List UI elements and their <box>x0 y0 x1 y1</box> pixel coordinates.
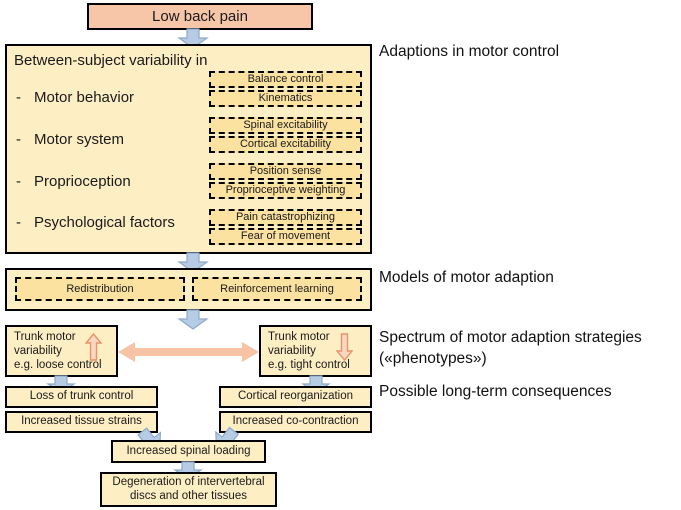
side-label-models-of-motor-adaption: Models of motor adaption <box>379 269 554 286</box>
model-item-redistribution: Redistribution <box>15 277 185 301</box>
dashed-item-label: Spinal excitability <box>243 119 328 132</box>
consequence-label: Cortical reorganization <box>237 390 354 403</box>
degeneration-line1: Degeneration of intervertebral <box>112 476 265 489</box>
dashed-item-spinal-excitability: Spinal excitability <box>209 117 362 134</box>
model-item-label: Redistribution <box>66 282 134 295</box>
dashed-item-balance-control: Balance control <box>209 71 362 88</box>
dashed-item-kinematics: Kinematics <box>209 90 362 107</box>
arrow-lowbackpain-to-variability <box>177 28 209 49</box>
side-label-spectrum-of-motor-adaption-strategies: Spectrum of motor adaption strategies <box>379 329 642 346</box>
dashed-item-pain-catastrophizing: Pain catastrophizing <box>209 209 362 226</box>
bullet-row-proprioception: - Proprioception <box>16 173 131 190</box>
bullet-dash: - <box>16 214 21 231</box>
consequence-label: Increased spinal loading <box>126 444 251 457</box>
model-item-label: Reinforcement learning <box>220 282 334 295</box>
bullet-row-psychological-factors: - Psychological factors <box>16 214 175 231</box>
dashed-item-label: Balance control <box>247 73 324 86</box>
bullet-label: Motor system <box>34 131 125 148</box>
dashed-item-label: Cortical excitability <box>239 138 332 151</box>
cortical-reorganization-box: Cortical reorganization <box>219 386 372 408</box>
low-back-pain-label: Low back pain <box>152 7 248 25</box>
trunk-loose-line1: Trunk motor <box>14 331 76 343</box>
loss-of-trunk-control-box: Loss of trunk control <box>5 386 158 408</box>
dashed-item-cortical-excitability: Cortical excitability <box>209 136 362 153</box>
dashed-item-position-sense: Position sense <box>209 163 362 180</box>
increased-spinal-loading-box: Increased spinal loading <box>111 440 266 463</box>
trunk-tight-line2: variability <box>268 345 316 357</box>
bullet-label: Psychological factors <box>34 214 175 231</box>
trunk-loose-line2: variability <box>14 345 62 357</box>
degeneration-line2: discs and other tissues <box>130 489 247 502</box>
consequence-label: Increased co-contraction <box>232 415 359 428</box>
variability-panel-header: Between-subject variability in <box>14 52 208 69</box>
bullet-label: Motor behavior <box>34 89 135 106</box>
trunk-tight-line1: Trunk motor <box>268 331 330 343</box>
increased-tissue-strains-box: Increased tissue strains <box>5 411 158 433</box>
low-back-pain-box: Low back pain <box>87 3 313 30</box>
dashed-item-label: Kinematics <box>258 92 313 105</box>
side-label-possible-long-term-consequences: Possible long-term consequences <box>379 383 612 400</box>
dashed-item-proprioceptive-weighting: Proprioceptive weighting <box>209 182 362 199</box>
bullet-row-motor-system: - Motor system <box>16 131 124 148</box>
model-item-reinforcement-learning: Reinforcement learning <box>192 277 362 301</box>
bullet-row-motor-behavior: - Motor behavior <box>16 89 134 106</box>
bullet-label: Proprioception <box>34 173 131 190</box>
dashed-item-label: Fear of movement <box>240 230 331 243</box>
consequence-label: Increased tissue strains <box>21 415 142 428</box>
increased-co-contraction-box: Increased co-contraction <box>219 411 372 433</box>
dashed-item-label: Pain catastrophizing <box>235 211 336 224</box>
trunk-motor-variability-loose-box: Trunk motor variability e.g. loose contr… <box>5 325 118 377</box>
degeneration-box: Degeneration of intervertebral discs and… <box>100 472 277 507</box>
bullet-dash: - <box>16 131 21 148</box>
arrow-models-to-spectrum <box>177 309 209 330</box>
side-label-phenotypes: («phenotypes») <box>379 350 487 367</box>
dashed-item-label: Position sense <box>249 165 322 178</box>
dashed-item-label: Proprioceptive weighting <box>225 184 346 197</box>
trunk-motor-variability-tight-box: Trunk motor variability e.g. tight contr… <box>259 325 372 377</box>
dashed-item-fear-of-movement: Fear of movement <box>209 228 362 245</box>
trunk-tight-line3: e.g. tight control <box>268 359 350 371</box>
bullet-dash: - <box>16 89 21 106</box>
arrow-down-icon <box>335 333 354 365</box>
trunk-loose-line3: e.g. loose control <box>14 359 102 371</box>
arrow-variability-to-models <box>177 252 209 273</box>
side-label-adaptions-in-motor-control: Adaptions in motor control <box>379 43 560 60</box>
arrow-up-icon <box>84 332 103 365</box>
double-headed-horizontal-arrow-icon <box>118 340 259 364</box>
consequence-label: Loss of trunk control <box>29 390 134 403</box>
bullet-dash: - <box>16 173 21 190</box>
